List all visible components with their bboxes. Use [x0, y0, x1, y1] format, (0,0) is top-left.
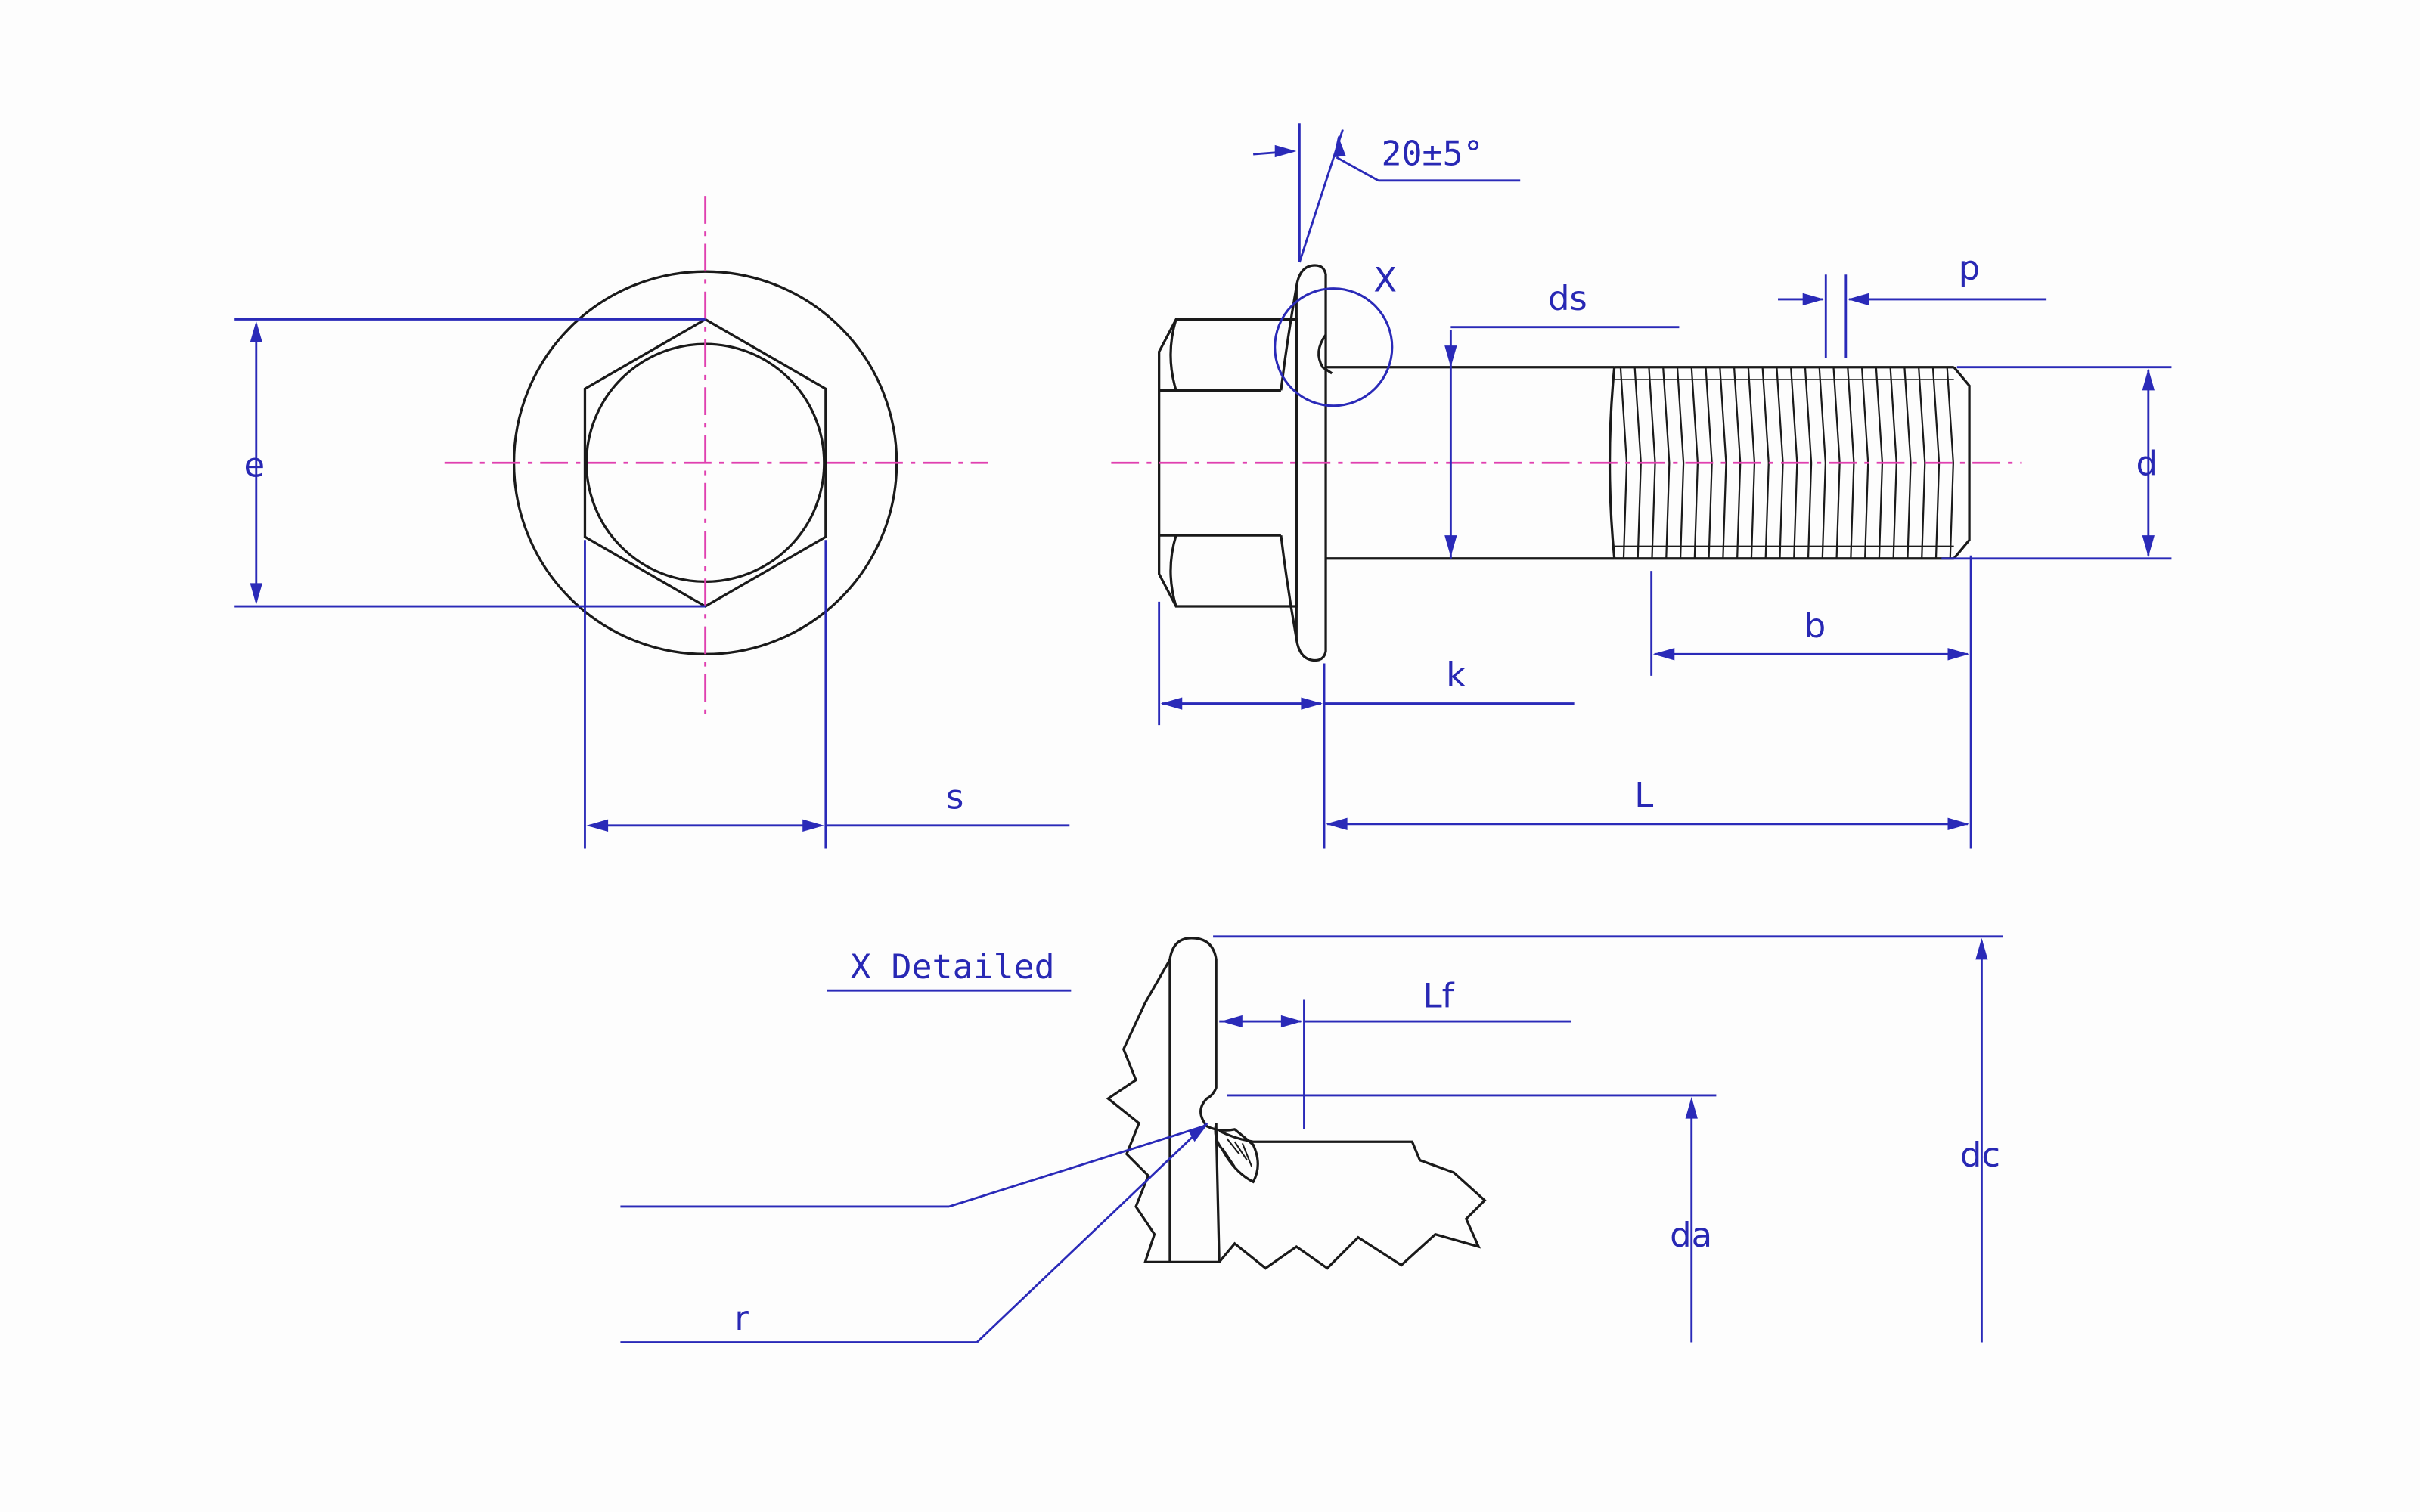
arrowhead	[1188, 1123, 1208, 1142]
bolt-end-chamfer	[1953, 366, 1971, 559]
arrowhead	[1326, 817, 1348, 830]
arrowhead	[1444, 345, 1457, 367]
flange-profile	[1295, 264, 1327, 662]
hex-chamfer-upper	[1169, 318, 1177, 391]
label-x: X	[1373, 260, 1397, 300]
thread-crest-line	[1818, 367, 1827, 559]
r-leader-lower-sloped	[976, 1122, 1208, 1343]
r-leader-upper-sloped	[948, 1125, 1205, 1208]
arrowhead	[1280, 1015, 1303, 1028]
thread-crest-line	[1804, 367, 1813, 559]
label-k: k	[1446, 655, 1466, 695]
front-view-dimensions	[234, 318, 1070, 849]
arrowhead	[1847, 293, 1869, 306]
label-e: e	[244, 445, 265, 485]
detail-fillet-hatch-4	[1221, 1147, 1236, 1167]
underhead-fillet	[1317, 333, 1333, 375]
detail-view-dimensions	[620, 935, 2003, 1343]
arrowhead	[1802, 293, 1825, 306]
arrowhead	[1947, 648, 1970, 661]
flange-slope-upper	[1280, 287, 1298, 391]
hex-chamfer-lower	[1169, 534, 1177, 607]
arrowhead	[586, 819, 609, 832]
arrowhead	[1333, 135, 1346, 158]
label-da: da	[1670, 1215, 1712, 1255]
thread-crest-line	[1676, 367, 1685, 559]
thread-crest-line	[1903, 367, 1912, 559]
detail-x-circle	[1274, 287, 1394, 407]
arrowhead	[1274, 144, 1297, 158]
detail-shank-section	[1218, 1129, 1487, 1270]
arrowhead	[802, 819, 824, 832]
arrowhead	[1301, 697, 1323, 710]
detail-view	[1106, 937, 1487, 1270]
arrowhead	[250, 583, 262, 605]
arrowhead	[1221, 1015, 1243, 1028]
label-d: d	[2136, 444, 2158, 484]
label-r: r	[734, 1298, 749, 1338]
thread-crest-line	[1662, 367, 1671, 559]
arrowhead	[1947, 817, 1970, 830]
flange-slope-lower	[1280, 534, 1298, 640]
label-angle: 20±5°	[1382, 133, 1484, 173]
label-s: s	[946, 776, 963, 816]
thread-crest-line	[1946, 367, 1954, 559]
front-view-arrowheads	[250, 321, 824, 832]
arrowhead	[1444, 535, 1457, 557]
thread-crest-line	[1918, 367, 1926, 559]
label-p: p	[1959, 247, 1981, 287]
label-detail-title: X Detailed	[850, 947, 1054, 987]
arrowhead	[1160, 697, 1183, 710]
detail-fillet-hatch-1	[1226, 1138, 1240, 1155]
angle-leader	[1336, 156, 1379, 182]
side-view-arrowheads	[1160, 135, 2155, 830]
detail-fillet-hatch-3	[1241, 1142, 1253, 1167]
arrowhead	[2142, 535, 2155, 557]
arrowhead	[250, 321, 262, 343]
side-view-dimensions	[1158, 123, 2172, 849]
detail-flange-section	[1168, 937, 1259, 1264]
thread-crest-line	[1761, 367, 1770, 559]
label-dc: dc	[1960, 1135, 2000, 1175]
arrowhead	[1685, 1097, 1698, 1119]
detail-view-arrowheads	[1188, 937, 1988, 1142]
detail-fillet-hatch-2	[1233, 1141, 1248, 1161]
label-ds: ds	[1548, 278, 1587, 318]
thread-crest-line	[1719, 367, 1727, 559]
label-lf: Lf	[1423, 976, 1455, 1016]
arrowhead	[1975, 937, 1988, 960]
label-b: b	[1804, 606, 1826, 646]
label-L: L	[1634, 775, 1653, 815]
front-view-centerlines	[444, 196, 988, 717]
arrowhead	[1652, 648, 1675, 661]
detail-head-break	[1106, 959, 1171, 1264]
side-view	[1158, 264, 1971, 662]
arrowhead	[2142, 368, 2155, 391]
